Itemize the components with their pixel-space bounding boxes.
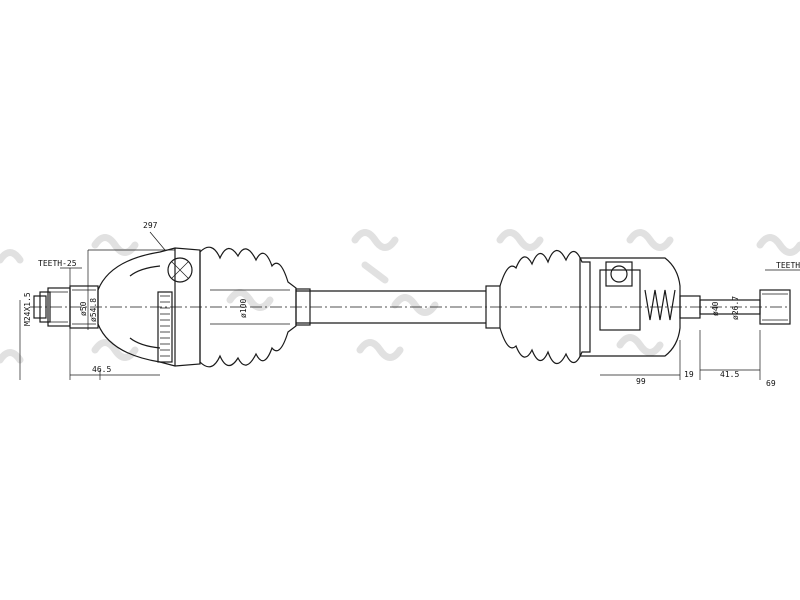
dim-69-label: 69 [766, 379, 776, 388]
teeth-right-label: TEETH- [776, 261, 800, 270]
d54-label: ø54.8 [89, 298, 98, 322]
right-stub [759, 289, 791, 325]
teeth-left-label: TEETH-25 [38, 259, 77, 268]
dim-46-label: 46.5 [92, 365, 111, 374]
d50-label: ø50 [79, 301, 88, 316]
dim-297-label: 297 [143, 221, 158, 230]
thread-label: M24X1.5 [23, 292, 32, 326]
outer-cv-joint [97, 247, 201, 367]
dim-19-label: 19 [684, 370, 694, 379]
dimension-labels: TEETH-25 297 M24X1.5 ø50 ø54.8 ø100 46.5… [23, 221, 800, 388]
d26-label: ø26.7 [731, 296, 740, 320]
right-boot [485, 249, 591, 365]
shaft [295, 288, 486, 326]
blank-area [0, 388, 800, 600]
dim-99-label: 99 [636, 377, 646, 386]
d100-label: ø100 [239, 299, 248, 318]
d40-label: ø40 [711, 301, 720, 316]
dim-41-label: 41.5 [720, 370, 739, 379]
dimension-lines [19, 231, 800, 380]
watermark-logos [0, 229, 800, 364]
